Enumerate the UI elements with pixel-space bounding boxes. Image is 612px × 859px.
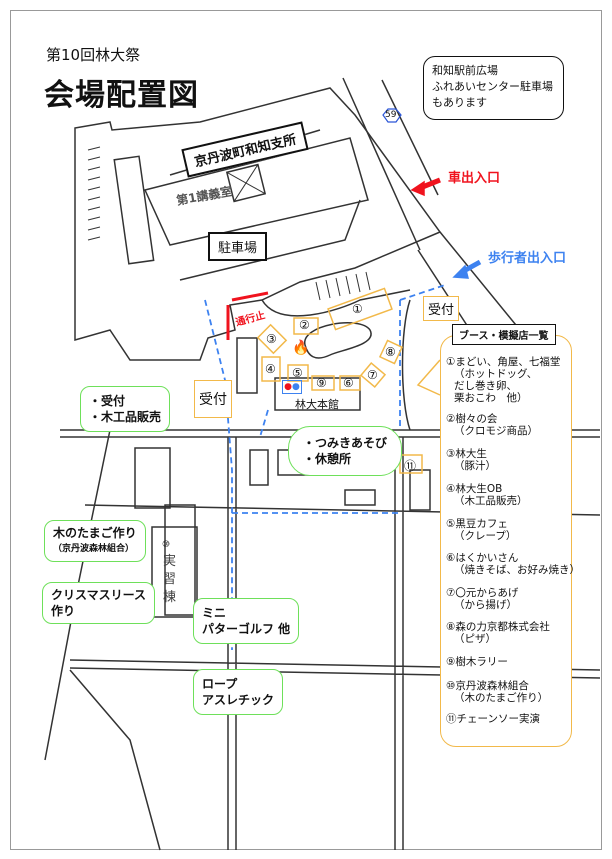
restroom-icon: ●● [282,380,302,394]
bubble-line: ・つみきあそび [303,436,388,450]
practice-booth-10: ⑩ [162,540,171,550]
building-e [344,489,376,506]
booth-list-title: ブース・模擬店一覧 [452,324,556,345]
main-hall-bubble: ・つみきあそび ・休憩所 [288,426,403,476]
main-hall-outline [274,377,361,411]
booth-outlines [256,287,423,474]
reception-east-box: 受付 [423,296,460,321]
plaza-shed [236,337,258,394]
building-a [134,447,171,509]
practice-building-label: 実習棟 [163,554,177,605]
bubble-line: ロープ [202,677,238,691]
note-line: ふれあいセンター駐車場 [432,80,553,93]
reception-bubble: ・受付 ・木工品販売 [80,386,171,432]
bubble-line: パターゴルフ 他 [202,622,291,636]
pedestrian-entrance-label: 歩行者出入口 [488,251,567,266]
booth-list-item: ①まどい、角屋、七福堂（ホットドッグ、だし巻き卵、栗おこわ 他） [446,356,561,404]
building-b [164,504,196,616]
booth-7: ⑦ [367,368,378,382]
parking-stalls [87,146,371,301]
booth-list-item: ⑨樹木ラリー [446,656,508,668]
legend-pointer [416,359,441,396]
site-outline [74,87,442,361]
booth-2: ② [299,318,310,332]
west-boundary [44,429,161,851]
main-hall-label: 林大本館 [295,398,339,411]
route-59-label: 59 [385,110,397,120]
rope-athletic-bubble: ロープ アスレチック [193,669,284,715]
booth-list-item: ⑦〇元からあげ（から揚げ） [446,587,519,611]
booth-list-item: ⑩京丹波森林組合（木のたまご作り） [446,680,549,704]
bubble-line: ミニ [202,606,227,620]
bubble-line: （京丹波森林組合） [53,544,135,554]
route-59-sign-icon [382,108,402,123]
page-frame [10,10,602,850]
booth-6: ⑥ [343,376,354,390]
practice-building-outline [151,526,198,618]
bubble-line: ・休憩所 [303,452,352,466]
bubble-line: アスレチック [202,693,275,707]
bubble-line: 作り [51,604,76,618]
booth-list-item: ④林大生OB（木工品販売） [446,483,528,507]
booth-8: ⑧ [385,345,396,359]
booth-list-panel [440,335,572,747]
note-line: もあります [432,96,487,109]
pond [304,322,372,359]
parking-strip [113,155,155,265]
bubble-line: ・受付 [89,394,126,408]
booth-list-item: ⑤黒豆カフェ（クレープ） [446,518,517,542]
booth-5: ⑤ [292,366,303,380]
booth-1: ① [352,302,363,316]
no-entry-bar [226,291,269,340]
booth-11: ⑪ [404,459,417,473]
booth-list-item: ③林大生（豚汁） [446,448,496,472]
event-subtitle: 第10回林大祭 [46,46,141,64]
bubble-line: 木のたまご作り [53,526,137,540]
car-entrance-label: 車出入口 [448,171,501,186]
wreath-bubble: クリスマスリース 作り [42,582,156,624]
booth-3: ③ [266,332,277,346]
pedestrian-route [204,284,446,650]
bubble-line: クリスマスリース [51,588,147,602]
booth-list-item: ②樹々の会（クロモジ商品） [446,413,538,437]
booth-9: ⑨ [316,376,327,390]
booth-4: ④ [265,362,276,376]
mini-golf-bubble: ミニ パターゴルフ 他 [193,598,300,644]
light-well [225,163,267,203]
booth-list-item: ⑪チェーンソー実演 [446,713,540,725]
other-parking-note: 和知駅前広場 ふれあいセンター駐車場 もあります [423,56,564,120]
building-f [409,469,431,511]
parking-label: 駐車場 [208,232,268,261]
plaza-arc [261,289,411,431]
booth-list-item: ⑧森の力京都株式会社（ピザ） [446,621,550,645]
reception-west-box: 受付 [194,380,232,418]
wood-egg-bubble: 木のたまご作り （京丹波森林組合） [44,520,146,562]
campfire-icon: 🔥 [292,340,310,356]
note-line: 和知駅前広場 [432,64,498,77]
booth-list-item: ⑥はくかいさん（焼きそば、お好み焼き） [446,552,580,576]
road-59 [342,77,521,331]
building-c [249,449,269,486]
page-title: 会場配置図 [44,78,199,113]
bubble-line: ・木工品販売 [89,410,162,424]
